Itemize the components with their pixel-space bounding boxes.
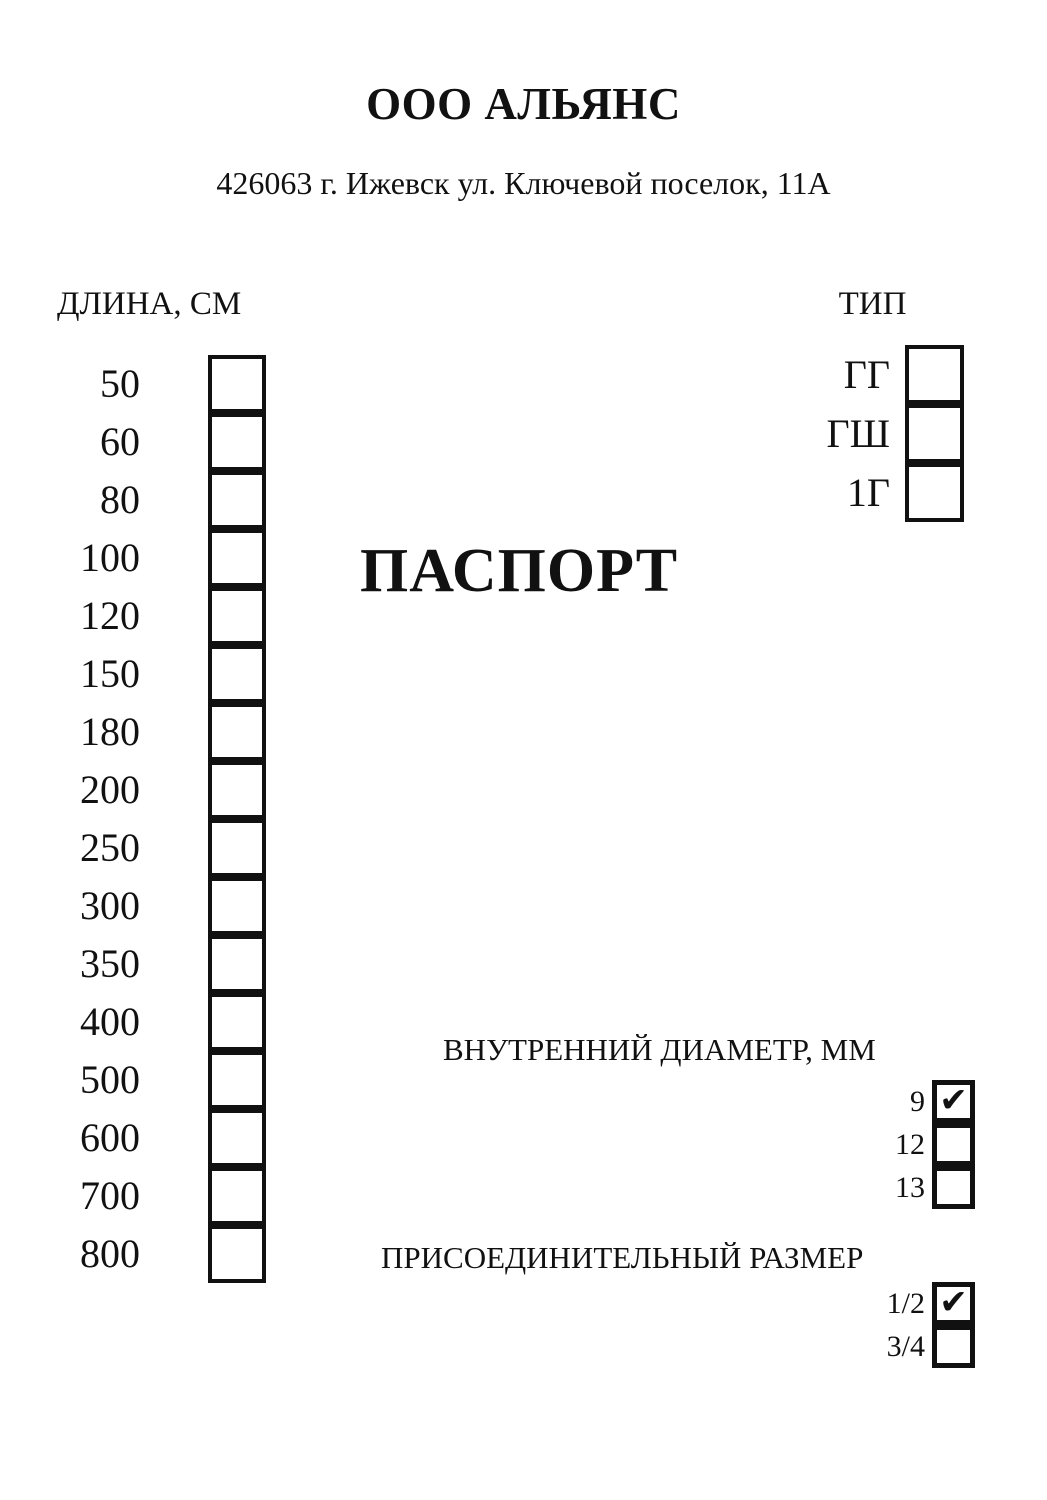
length-option-checkbox[interactable]	[208, 1051, 266, 1109]
length-option-label: 400	[80, 999, 140, 1044]
length-option-checkbox[interactable]	[208, 819, 266, 877]
connection-size-section-header: ПРИСОЕДИНИТЕЛЬНЫЙ РАЗМЕР	[381, 1240, 864, 1275]
length-option-row: 150	[0, 645, 280, 703]
company-name: ООО АЛЬЯНС	[366, 79, 681, 129]
length-option-label: 300	[80, 883, 140, 928]
length-option-row: 800	[0, 1225, 280, 1283]
length-option-label: 700	[80, 1173, 140, 1218]
document-title: ПАСПОРТ	[360, 537, 679, 605]
length-option-row: 180	[0, 703, 280, 761]
connection-size-option-label: 3/4	[886, 1330, 925, 1363]
length-option-label: 200	[80, 767, 140, 812]
length-option-checkbox[interactable]	[208, 1167, 266, 1225]
length-option-row: 60	[0, 413, 280, 471]
connection-size-option-checkbox[interactable]	[932, 1325, 975, 1368]
length-option-row: 100	[0, 529, 280, 587]
length-option-row: 500	[0, 1051, 280, 1109]
length-option-checkbox[interactable]	[208, 471, 266, 529]
length-option-checkbox[interactable]	[208, 529, 266, 587]
length-option-row: 120	[0, 587, 280, 645]
inner-diameter-option-row: 13	[790, 1166, 980, 1209]
connection-size-option-checkbox[interactable]: ✔	[932, 1282, 975, 1325]
length-option-label: 120	[80, 593, 140, 638]
length-option-row: 600	[0, 1109, 280, 1167]
connection-size-option-label: 1/2	[886, 1287, 925, 1320]
inner-diameter-option-checkbox[interactable]	[932, 1166, 975, 1209]
length-option-checkbox[interactable]	[208, 993, 266, 1051]
company-address: 426063 г. Ижевск ул. Ключевой поселок, 1…	[216, 165, 831, 201]
inner-diameter-option-checkbox[interactable]	[932, 1123, 975, 1166]
length-section-header: ДЛИНА, СМ	[57, 286, 242, 322]
length-option-label: 350	[80, 941, 140, 986]
type-option-checkbox[interactable]	[905, 463, 964, 522]
length-option-row: 250	[0, 819, 280, 877]
length-option-row: 50	[0, 355, 280, 413]
inner-diameter-section-header: ВНУТРЕННИЙ ДИАМЕТР, ММ	[443, 1032, 876, 1067]
length-option-checkbox[interactable]	[208, 1225, 266, 1283]
connection-size-option-row: 3/4	[790, 1325, 980, 1368]
type-option-label: ГШ	[826, 411, 890, 456]
type-option-checkbox[interactable]	[905, 404, 964, 463]
length-option-label: 80	[100, 477, 140, 522]
length-option-checkbox[interactable]	[208, 703, 266, 761]
connection-size-option-row: 1/2 ✔	[790, 1282, 980, 1325]
length-option-label: 250	[80, 825, 140, 870]
length-option-row: 80	[0, 471, 280, 529]
length-option-row: 350	[0, 935, 280, 993]
inner-diameter-option-label: 12	[895, 1128, 925, 1161]
length-option-label: 180	[80, 709, 140, 754]
check-icon: ✔	[939, 1282, 968, 1323]
type-option-label: 1Г	[846, 470, 890, 515]
length-option-label: 600	[80, 1115, 140, 1160]
length-option-checkbox[interactable]	[208, 761, 266, 819]
inner-diameter-option-label: 13	[895, 1171, 925, 1204]
length-option-label: 150	[80, 651, 140, 696]
length-option-label: 50	[100, 361, 140, 406]
length-option-label: 500	[80, 1057, 140, 1102]
length-option-checkbox[interactable]	[208, 645, 266, 703]
length-option-row: 200	[0, 761, 280, 819]
type-option-label: ГГ	[843, 352, 890, 397]
length-option-checkbox[interactable]	[208, 1109, 266, 1167]
length-option-checkbox[interactable]	[208, 355, 266, 413]
length-option-checkbox[interactable]	[208, 413, 266, 471]
connection-size-options-list: 1/2 ✔ 3/4	[790, 1282, 980, 1368]
length-option-checkbox[interactable]	[208, 877, 266, 935]
length-option-checkbox[interactable]	[208, 587, 266, 645]
length-option-row: 700	[0, 1167, 280, 1225]
type-option-checkbox[interactable]	[905, 345, 964, 404]
inner-diameter-option-row: 12	[790, 1123, 980, 1166]
length-option-row: 300	[0, 877, 280, 935]
inner-diameter-option-label: 9	[910, 1085, 925, 1118]
check-icon: ✔	[939, 1080, 968, 1121]
length-option-label: 60	[100, 419, 140, 464]
length-option-checkbox[interactable]	[208, 935, 266, 993]
type-option-row: 1Г	[760, 463, 985, 522]
length-option-label: 100	[80, 535, 140, 580]
type-option-row: ГШ	[760, 404, 985, 463]
length-option-row: 400	[0, 993, 280, 1051]
type-option-row: ГГ	[760, 345, 985, 404]
length-option-label: 800	[80, 1231, 140, 1276]
type-section-header: ТИП	[838, 286, 907, 322]
type-options-list: ГГ ГШ 1Г	[760, 345, 985, 522]
inner-diameter-option-row: 9✔	[790, 1080, 980, 1123]
length-options-list: 50 60 80 100 120 150 180 200 250 300 350 400 500 600 7…	[0, 355, 280, 1283]
inner-diameter-option-checkbox[interactable]: ✔	[932, 1080, 975, 1123]
